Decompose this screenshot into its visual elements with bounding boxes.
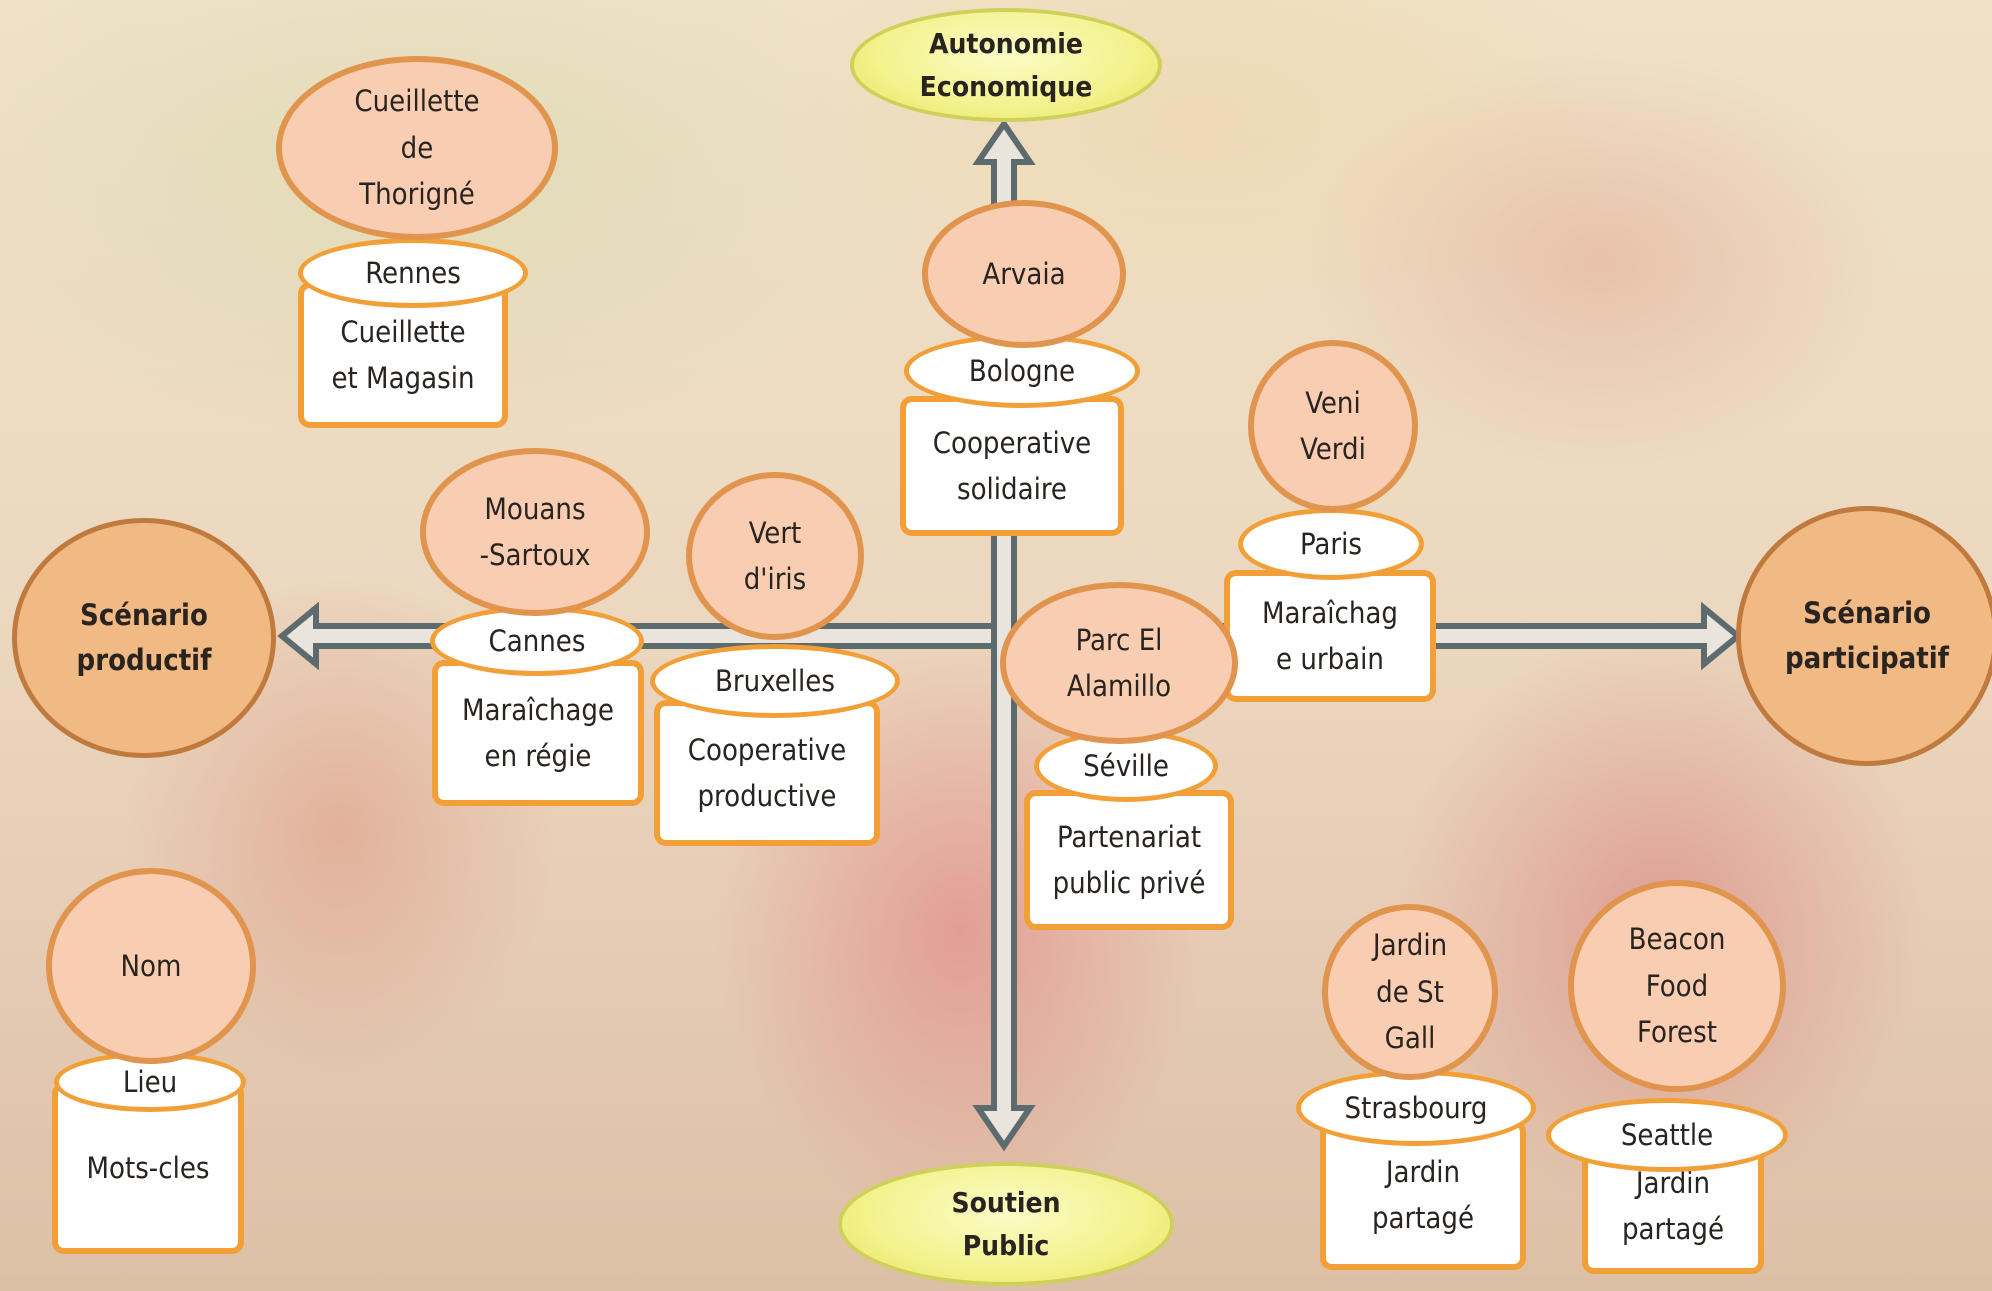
project-name-label: Cueillette de Thorigné [354,84,480,212]
project-name-label: Parc El Alamillo [1066,622,1172,703]
project-name-label: Arvaia [982,256,1066,291]
project-keywords-label: Jardin partagé [1621,1165,1725,1246]
project-keywords-label: Jardin partagé [1371,1154,1475,1235]
project-name-oval: Jardin de St Gall [1322,904,1498,1080]
project-keywords-label: Cooperative solidaire [932,425,1092,506]
legend-name-label: Nom [120,948,182,983]
project-place-oval: Cannes [430,606,644,676]
project-name-oval: Arvaia [922,200,1126,348]
project-place-label: Cannes [488,624,586,658]
project-keywords-label: Partenariat public privé [1052,819,1206,900]
project-name-label: Veni Verdi [1300,385,1366,466]
project-name-oval: Beacon Food Forest [1568,880,1786,1092]
project-keywords-box: Cooperative solidaire [900,396,1124,536]
pole-scenario-productif: Scénario productif [12,518,276,758]
pole-scenario-participatif-label: Scénario participatif [1785,596,1949,675]
project-name-oval: Veni Verdi [1248,340,1418,512]
project-place-oval: Bruxelles [650,644,900,718]
project-place-label: Bologne [968,354,1076,388]
vertical-axis-arrow [972,118,1036,1152]
project-keywords-box: Cooperative productive [654,700,880,846]
legend-name-oval: Nom [46,868,256,1064]
pole-autonomie-economique: Autonomie Economique [850,8,1162,122]
pole-scenario-participatif: Scénario participatif [1736,506,1992,766]
project-name-label: Jardin de St Gall [1372,928,1448,1056]
project-keywords-label: Maraîchag e urbain [1262,595,1398,676]
legend-keywords-label: Mots-cles [86,1150,210,1185]
project-name-label: Vert d'iris [743,515,807,596]
project-keywords-label: Cooperative productive [687,732,847,813]
project-place-label: Séville [1083,749,1169,783]
project-place-label: Bruxelles [715,664,835,698]
project-name-oval: Cueillette de Thorigné [276,56,558,240]
legend-place-label: Lieu [122,1065,178,1099]
project-keywords-box: Maraîchag e urbain [1224,570,1436,702]
project-place-label: Strasbourg [1344,1091,1488,1125]
project-place-label: Rennes [365,256,461,290]
project-name-oval: Mouans -Sartoux [420,448,650,616]
project-place-oval: Bologne [904,334,1140,408]
project-name-label: Beacon Food Forest [1628,922,1726,1050]
project-keywords-box: Partenariat public privé [1024,790,1234,930]
project-place-oval: Rennes [298,238,528,308]
project-name-oval: Parc El Alamillo [1000,582,1238,744]
project-place-oval: Strasbourg [1296,1070,1536,1146]
project-name-label: Mouans -Sartoux [479,491,591,572]
project-keywords-label: Maraîchage en régie [462,692,614,773]
project-place-oval: Paris [1238,508,1424,580]
pole-scenario-productif-label: Scénario productif [76,598,212,677]
project-place-label: Seattle [1620,1118,1714,1152]
project-place-label: Paris [1300,527,1362,561]
pole-soutien-public-label: Soutien Public [951,1185,1061,1262]
project-keywords-box: Cueillette et Magasin [298,282,508,428]
pole-soutien-public: Soutien Public [838,1162,1174,1286]
project-keywords-box: Maraîchage en régie [432,660,644,806]
pole-autonomie-economique-label: Autonomie Economique [919,26,1093,103]
project-place-oval: Seattle [1546,1098,1788,1172]
project-keywords-label: Cueillette et Magasin [331,314,475,395]
project-name-oval: Vert d'iris [686,472,864,640]
